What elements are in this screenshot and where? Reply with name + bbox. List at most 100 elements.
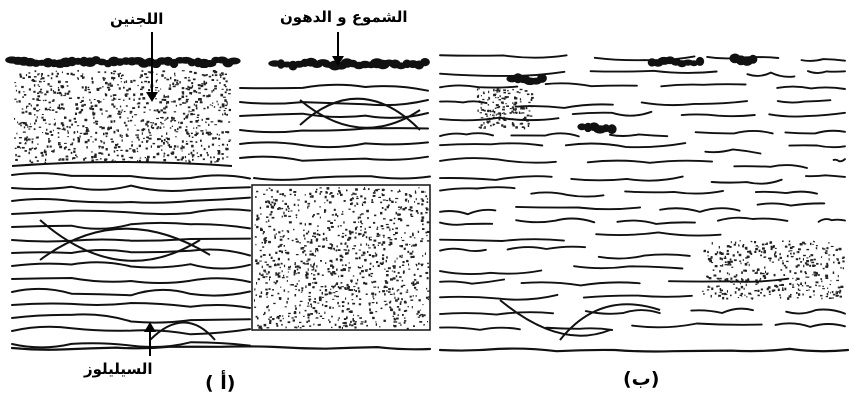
lignin-dot xyxy=(73,139,75,141)
lignin-dot xyxy=(195,105,197,107)
lignin-dot xyxy=(317,225,318,227)
lignin-dot xyxy=(782,290,784,292)
lignin-dot xyxy=(398,298,400,301)
lignin-dot xyxy=(182,145,184,147)
lignin-dot xyxy=(158,153,159,155)
lignin-dot xyxy=(338,286,339,288)
lignin-dot xyxy=(58,132,60,134)
lignin-dot xyxy=(361,213,364,214)
lignin-dot xyxy=(217,80,219,81)
lignin-dot xyxy=(17,122,18,124)
lignin-dot xyxy=(342,236,344,238)
lignin-dot xyxy=(302,247,305,248)
lignin-dot xyxy=(78,138,80,140)
lignin-dot xyxy=(393,223,395,225)
lignin-dot xyxy=(375,321,376,322)
lignin-dot xyxy=(366,269,368,270)
lignin-dot xyxy=(49,140,52,141)
lignin-dot xyxy=(130,82,132,83)
lignin-dot xyxy=(269,278,270,280)
lignin-dot xyxy=(324,202,325,203)
lignin-dot xyxy=(98,71,101,72)
lignin-dot xyxy=(320,187,322,188)
lignin-dot xyxy=(312,282,313,284)
lignin-dot xyxy=(294,264,295,266)
lignin-dot xyxy=(481,107,482,109)
lignin-dot xyxy=(394,297,395,299)
lignin-dot xyxy=(402,314,404,316)
lignin-dot xyxy=(379,234,380,236)
lignin-dot xyxy=(378,242,381,244)
lignin-dot xyxy=(324,312,325,314)
lignin-dot xyxy=(207,106,209,108)
lignin-dot xyxy=(26,74,27,76)
lignin-dot xyxy=(410,214,412,216)
lignin-dot xyxy=(743,244,745,246)
lignin-dot xyxy=(281,324,282,326)
lignin-dot xyxy=(203,158,205,160)
lignin-dot xyxy=(95,132,97,134)
lignin-dot xyxy=(305,254,306,256)
lignin-dot xyxy=(360,244,361,246)
lignin-dot xyxy=(322,275,324,276)
lignin-dot xyxy=(150,122,152,123)
lignin-dot xyxy=(308,268,309,271)
lignin-dot xyxy=(408,200,409,203)
lignin-dot xyxy=(827,293,829,296)
lignin-dot xyxy=(325,289,327,292)
lignin-dot xyxy=(427,291,430,292)
lignin-dot xyxy=(21,86,24,88)
lignin-dot xyxy=(833,254,835,256)
lignin-dot xyxy=(383,248,385,250)
lignin-dot xyxy=(166,132,167,134)
lignin-dot xyxy=(193,79,196,81)
lignin-dot xyxy=(369,304,371,305)
lignin-dot xyxy=(288,272,289,273)
lignin-dot xyxy=(344,200,346,202)
lignin-dot xyxy=(485,113,488,115)
lignin-dot xyxy=(285,252,287,254)
lignin-dot xyxy=(345,326,348,328)
lignin-dot xyxy=(760,272,762,274)
lignin-dot xyxy=(269,188,271,189)
lignin-dot xyxy=(354,289,355,291)
lignin-dot xyxy=(316,238,318,240)
lignin-dot xyxy=(132,141,133,142)
lignin-dot xyxy=(350,289,353,291)
lignin-dot xyxy=(331,244,333,247)
lignin-dot xyxy=(175,75,176,77)
lignin-dot xyxy=(493,102,495,103)
lignin-dot xyxy=(811,254,814,256)
lignin-dot xyxy=(200,154,202,156)
lignin-dot xyxy=(483,92,485,93)
lignin-dot xyxy=(31,105,32,107)
lignin-dot xyxy=(51,134,53,136)
lignin-dot xyxy=(350,321,352,323)
lignin-dot xyxy=(761,251,762,253)
lignin-dot xyxy=(403,285,406,286)
lignin-dot xyxy=(320,193,321,195)
lignin-dot xyxy=(288,291,290,292)
lignin-dot xyxy=(323,233,325,235)
lignin-dot xyxy=(405,310,407,312)
lignin-dot xyxy=(143,138,145,139)
lignin-dot xyxy=(722,258,723,260)
lignin-dot xyxy=(76,108,79,110)
lignin-dot xyxy=(480,112,482,113)
lignin-dot xyxy=(283,275,284,277)
lignin-dot xyxy=(148,71,151,72)
lignin-dot xyxy=(519,92,521,93)
lignin-dot xyxy=(282,270,283,272)
lignin-dot xyxy=(185,129,187,131)
lignin-dot xyxy=(356,295,358,297)
lignin-dot xyxy=(320,191,322,193)
lignin-dot xyxy=(225,148,226,151)
wax-b2 xyxy=(577,122,616,134)
lignin-dot xyxy=(316,240,318,242)
lignin-dot xyxy=(787,297,789,300)
lignin-dot xyxy=(37,95,40,97)
lignin-dot xyxy=(192,114,195,115)
lignin-dot xyxy=(797,264,799,266)
fiber-fragment-b xyxy=(440,176,552,180)
lignin-dot xyxy=(77,70,79,72)
